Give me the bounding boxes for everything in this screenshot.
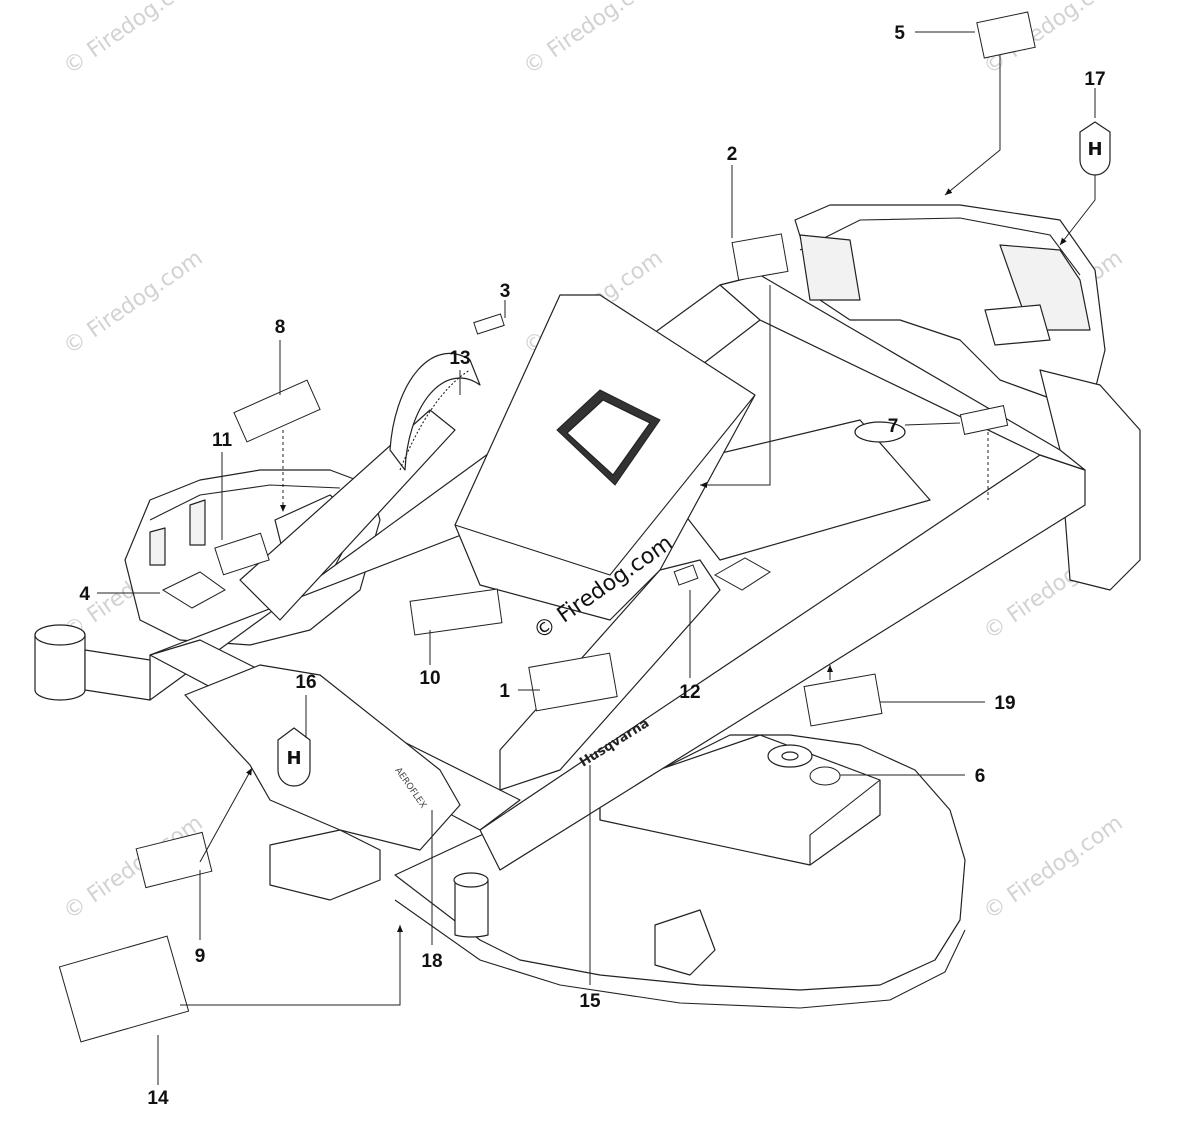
callout-8: 8 (275, 317, 286, 338)
spindle-cap (781, 751, 799, 761)
watermark: © Firedog.com (519, 0, 667, 80)
decal-2 (731, 233, 789, 281)
decal-16-logo (277, 727, 311, 787)
decal-parts: H H (58, 11, 1111, 1043)
watermark: © Firedog.com (59, 246, 207, 360)
watermark: © Firedog.com (979, 811, 1127, 925)
callout-18: 18 (421, 951, 442, 972)
front-tube (34, 634, 86, 701)
decal-1 (528, 652, 618, 712)
callout-1: 1 (499, 681, 510, 702)
callout-19: 19 (994, 693, 1015, 714)
callout-4: 4 (79, 584, 90, 605)
callout-17: 17 (1084, 69, 1105, 90)
decal-9 (135, 831, 213, 889)
left-deck-tab (189, 499, 206, 546)
decal-8 (233, 379, 321, 443)
left-deck-tab (149, 527, 166, 566)
tray-boss (854, 421, 906, 443)
leader-14-arrow (180, 925, 403, 1006)
callout-12: 12 (679, 682, 700, 703)
callout-10: 10 (419, 668, 440, 689)
front-tube-arm (84, 649, 151, 701)
callout-13: 13 (449, 348, 470, 369)
decal-19 (803, 673, 883, 727)
decal-12-plate (713, 557, 771, 591)
leader-5-arrow (944, 55, 1001, 196)
callout-9: 9 (195, 946, 206, 967)
seat-pan (454, 294, 756, 621)
mower-deck (124, 204, 1141, 1009)
decal-17-logo (1079, 121, 1111, 176)
seat-pan-edge (454, 394, 756, 576)
husqvarna-h-icon: H (1087, 139, 1102, 160)
watermark: © Firedog.com (59, 0, 207, 80)
frame-rail-right (479, 454, 1086, 871)
callout-14: 14 (147, 1088, 169, 1109)
callout-3: 3 (500, 281, 511, 302)
decal-3 (473, 313, 505, 335)
leader-2-arrow (700, 285, 771, 488)
decal-10 (409, 588, 503, 636)
callout-numbers: 1 2 3 4 5 6 7 8 9 10 11 12 13 14 15 16 1… (79, 23, 1105, 1109)
decal-5 (976, 11, 1036, 59)
callout-16: 16 (295, 672, 316, 693)
right-deck-wall (799, 234, 861, 301)
deck-wheel-mount (269, 829, 381, 901)
callout-7: 7 (888, 416, 899, 437)
seat-cutout-inner (566, 399, 651, 476)
right-deck-rim (799, 217, 1081, 276)
leader-7 (904, 422, 961, 426)
decal-12 (673, 564, 699, 586)
right-deck-pad (984, 304, 1051, 346)
callout-15: 15 (579, 991, 601, 1012)
deck-skirt (394, 899, 966, 1009)
decal-6 (809, 766, 841, 786)
left-deck-rim (149, 484, 341, 521)
leader-lines (97, 31, 1096, 1085)
decal-7 (959, 405, 1009, 435)
decal-14 (58, 935, 190, 1043)
front-tube-top (34, 624, 86, 646)
husqvarna-h-icon: H (286, 748, 301, 769)
leader-9-arrow (199, 767, 253, 863)
deck-roller-top (453, 872, 489, 888)
front-shield (184, 664, 461, 851)
decal-13 (399, 369, 471, 471)
deck-bumper (654, 909, 716, 976)
callout-5: 5 (894, 23, 905, 44)
callout-11: 11 (212, 430, 233, 451)
callout-6: 6 (975, 766, 986, 787)
leader-17-arrow (1059, 175, 1096, 246)
height-quadrant (389, 352, 481, 471)
decal-4 (161, 571, 226, 609)
callout-2: 2 (727, 144, 738, 165)
decal-11 (214, 532, 270, 576)
